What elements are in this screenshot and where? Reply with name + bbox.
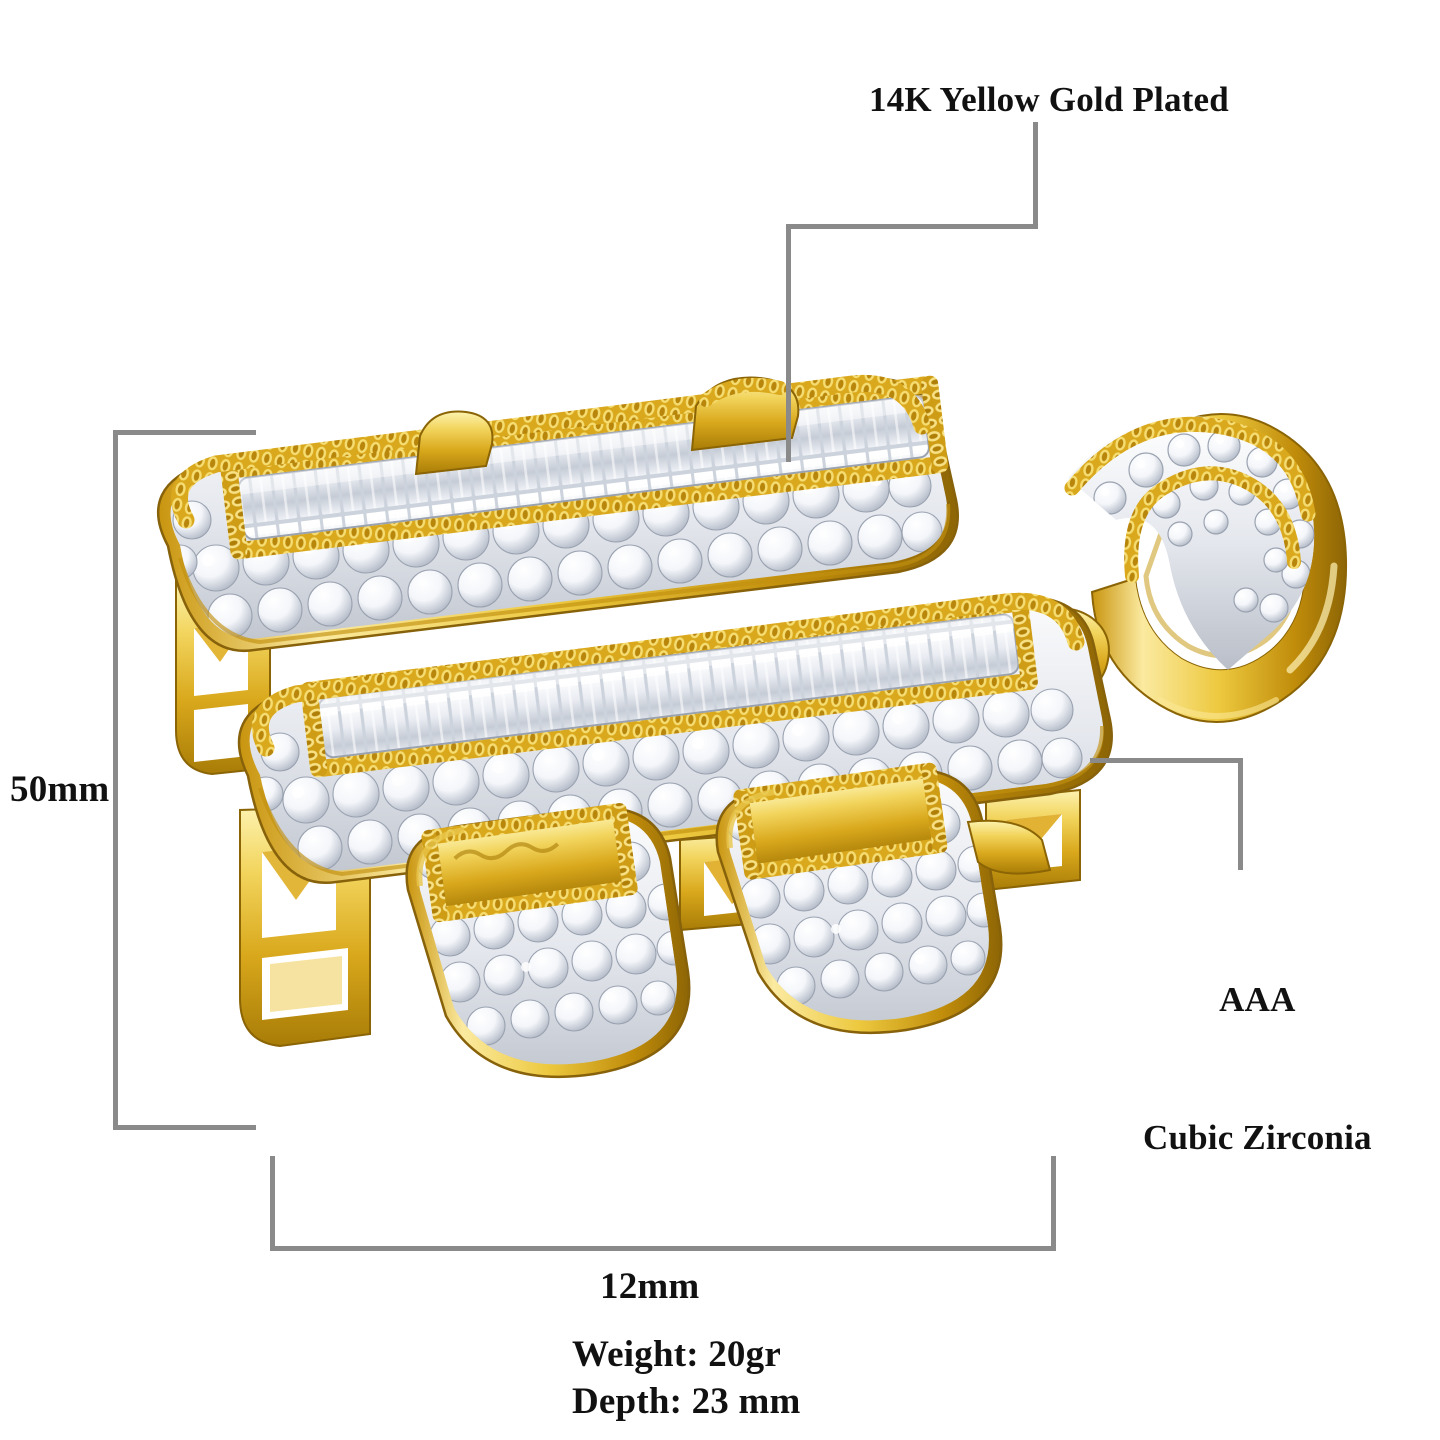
height-dimension-label: 50mm bbox=[10, 769, 110, 810]
dimension-tick-height-bottom bbox=[113, 1125, 256, 1130]
pendant-top-bar bbox=[156, 374, 959, 653]
pendant-middle-bar bbox=[237, 592, 1113, 885]
stone-label-grade: AAA bbox=[1219, 980, 1296, 1019]
pendant-bottom-rail bbox=[966, 819, 1052, 875]
dimension-line-height bbox=[113, 430, 118, 1130]
pendant-lower-lobe-right bbox=[715, 762, 1003, 1034]
leader-line-material-vertical-bottom bbox=[786, 224, 791, 462]
pendant-bail bbox=[1016, 413, 1348, 723]
stone-label: AAA Cubic Zirconia bbox=[1143, 885, 1372, 1253]
leader-line-stone-vertical bbox=[1238, 758, 1243, 870]
width-dimension-label: 12mm bbox=[600, 1266, 700, 1307]
weight-label: Weight: 20gr bbox=[572, 1334, 781, 1375]
leader-line-material-horizontal bbox=[786, 224, 1038, 229]
stone-label-type: Cubic Zirconia bbox=[1143, 1118, 1372, 1157]
pendant-illustration bbox=[120, 370, 1360, 1130]
dimension-tick-height-top bbox=[113, 430, 256, 435]
dimension-line-width bbox=[270, 1246, 1056, 1251]
leader-line-material-vertical-top bbox=[1033, 122, 1038, 228]
leader-line-stone-horizontal bbox=[1090, 758, 1242, 763]
material-label: 14K Yellow Gold Plated bbox=[869, 80, 1229, 119]
depth-label: Depth: 23 mm bbox=[572, 1381, 801, 1422]
dimension-tick-width-left bbox=[270, 1156, 275, 1251]
dimension-tick-width-right bbox=[1051, 1156, 1056, 1251]
pendant-lower-lobe-left bbox=[405, 803, 691, 1078]
